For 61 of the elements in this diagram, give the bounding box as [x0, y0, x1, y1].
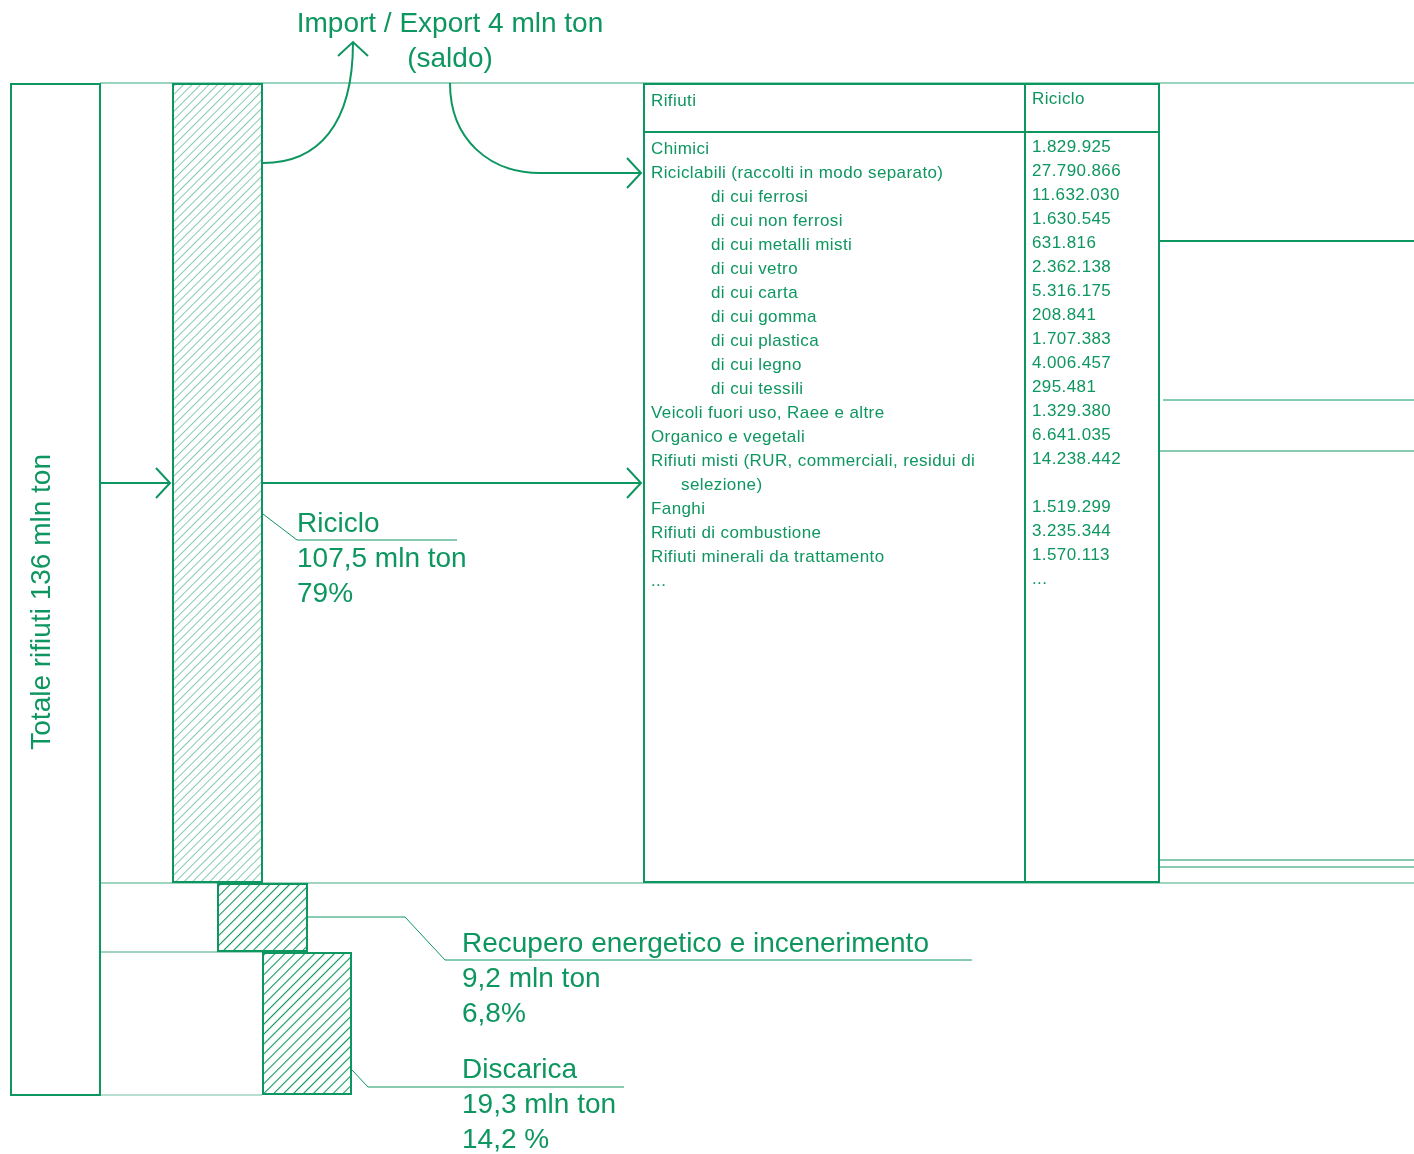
value-label: 19,3 mln ton	[462, 1087, 618, 1121]
arrow	[262, 41, 369, 164]
row-value: 11.632.030	[1032, 184, 1120, 206]
leader-line	[262, 513, 458, 541]
leader-line	[351, 1069, 625, 1088]
row-value: 1.329.380	[1032, 400, 1112, 422]
value-label: 14,2 %	[462, 1122, 551, 1154]
row-label: Chimici	[651, 138, 710, 160]
row-value: 631.816	[1032, 232, 1097, 254]
column-header: Rifiuti	[651, 90, 697, 112]
leader-line	[307, 916, 973, 961]
row-label: Veicoli fuori uso, Raee e altre	[651, 402, 885, 424]
row-label: Riciclabili (raccolti in modo separato)	[651, 162, 944, 184]
hatched-bar	[262, 952, 352, 1095]
vertical-title: Totale rifiuti 136 mln ton	[26, 454, 56, 750]
value-label: 9,2 mln ton	[462, 961, 602, 995]
value-label: 107,5 mln ton	[297, 541, 468, 575]
row-value: 5.316.175	[1032, 280, 1112, 302]
row-label: di cui gomma	[711, 306, 817, 328]
row-value: 1.519.299	[1032, 496, 1112, 518]
category-label: Riciclo	[297, 506, 381, 540]
arrow	[100, 467, 171, 499]
total-waste-column	[10, 83, 101, 1096]
row-label: di cui metalli misti	[711, 234, 853, 256]
row-value: 14.238.442	[1032, 448, 1122, 470]
value-label: 79%	[297, 576, 355, 610]
row-label: di cui legno	[711, 354, 802, 376]
category-label: Recupero energetico e incenerimento	[462, 926, 930, 960]
flow-label: Import / Export 4 mln ton (saldo)	[295, 6, 605, 75]
row-value: 27.790.866	[1032, 160, 1122, 182]
row-label: ...	[651, 570, 667, 592]
arrow	[262, 467, 642, 499]
row-value: 295.481	[1032, 376, 1097, 398]
row-label: Organico e vegetali	[651, 426, 806, 448]
arrow	[449, 82, 642, 189]
row-value: 2.362.138	[1032, 256, 1112, 278]
data-table	[643, 83, 1160, 883]
row-label: di cui carta	[711, 282, 798, 304]
column-header: Riciclo	[1032, 88, 1085, 110]
row-value: 208.841	[1032, 304, 1097, 326]
row-value: 1.570.113	[1032, 544, 1110, 566]
row-label: di cui vetro	[711, 258, 798, 280]
value-label: 6,8%	[462, 996, 527, 1030]
row-label: Rifiuti minerali da trattamento	[651, 546, 885, 568]
hatched-bar	[172, 83, 263, 883]
row-value: ...	[1032, 568, 1048, 590]
row-label: di cui tessili	[711, 378, 804, 400]
row-value: 1.829.925	[1032, 136, 1112, 158]
row-value: 6.641.035	[1032, 424, 1112, 446]
hatched-bar	[217, 883, 308, 952]
row-label: di cui non ferrosi	[711, 210, 843, 232]
row-label: di cui ferrosi	[711, 186, 809, 208]
row-value: 1.707.383	[1032, 328, 1112, 350]
row-label: Rifiuti di combustione	[651, 522, 822, 544]
row-value: 3.235.344	[1032, 520, 1112, 542]
row-label: Fanghi	[651, 498, 706, 520]
row-label: Rifiuti misti (RUR, commerciali, residui di selezione)	[651, 450, 977, 496]
row-value: 4.006.457	[1032, 352, 1112, 374]
row-value: 1.630.545	[1032, 208, 1112, 230]
row-label: di cui plastica	[711, 330, 820, 352]
category-label: Discarica	[462, 1052, 579, 1086]
